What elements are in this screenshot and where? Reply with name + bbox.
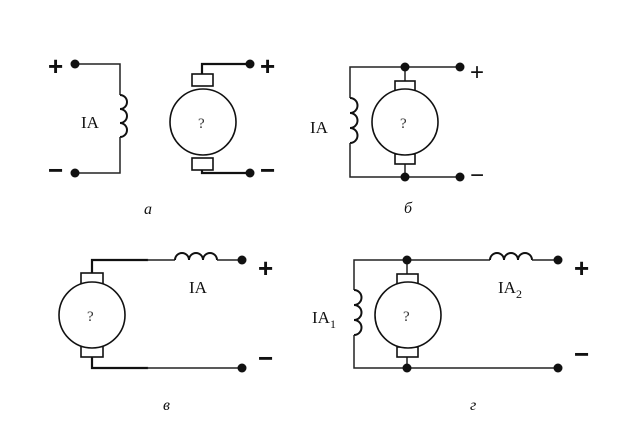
wire-a-arm-bottom [200,168,252,175]
sign-a-arm-plus: + [260,51,275,81]
terminal-a-arm-plus [245,59,255,69]
caption-v: в [163,397,170,414]
caption-a: а [144,201,152,218]
wire-a-field-top [75,63,121,95]
wire-a-arm-top [200,62,252,76]
sign-v-plus: + [258,253,273,283]
motor-a-label: ? [198,116,205,132]
coil-g-series-label-main: IA [498,278,517,297]
motor-g-label: ? [403,309,410,325]
sign-g-minus: − [574,339,589,369]
motor-v-armature [58,281,126,349]
junction-b-top [400,62,410,72]
wire-b-shunt-top [349,66,405,98]
coil-v-label: IA [189,278,208,297]
sign-a-arm-minus: − [260,155,275,185]
terminal-v-plus [237,255,247,265]
coil-g-series-label: IA2 [498,278,522,301]
brush-a-top [191,73,214,87]
wire-g-shunt-bottom [353,335,407,369]
wire-a-field-bottom [75,137,121,174]
motor-v-label: ? [87,309,94,325]
sign-a-field-minus: − [48,155,63,185]
coil-g-shunt [353,289,363,336]
diagram-a: + − IA ? + − а [48,51,275,218]
motor-b-armature [371,88,439,156]
sign-b-plus: + [470,59,484,86]
brush-a-bottom [191,157,214,171]
coil-b-label: IA [310,118,329,137]
coil-a-field [119,94,128,138]
sign-g-plus: + [574,253,589,283]
sign-b-minus: − [470,162,484,189]
coil-v-series [174,252,218,261]
coil-a-label: IA [81,113,100,132]
terminal-a-field-minus [70,168,80,178]
coil-g-shunt-label-main: IA [312,308,331,327]
terminal-b-plus [455,62,465,72]
caption-b: б [404,200,413,217]
coil-g-series [489,252,533,261]
sign-a-field-plus: + [48,51,63,81]
terminal-g-plus [553,255,563,265]
diagram-v: ? + − IA в [58,252,273,414]
wire-v-bottom-thick [90,355,149,370]
motor-b-label: ? [400,116,407,132]
sign-v-minus: − [258,343,273,373]
terminal-b-minus [455,172,465,182]
junction-g-bottom [402,363,412,373]
coil-g-shunt-label-sub: 1 [330,317,336,331]
wire-v-top-thick [90,258,149,274]
junction-b-bottom [400,172,410,182]
coil-g-shunt-label: IA1 [312,308,336,331]
terminal-v-minus [237,363,247,373]
terminal-g-minus [553,363,563,373]
coil-b-shunt [349,97,359,144]
motor-a-armature [169,88,237,156]
junction-g-top [402,255,412,265]
motor-g-armature [374,281,442,349]
terminal-a-arm-minus [245,168,255,178]
coil-g-series-label-sub: 2 [516,287,522,301]
wire-b-shunt-bottom [349,143,405,178]
diagram-g: ? + − IA1 IA2 г [312,252,589,414]
terminal-a-field-plus [70,59,80,69]
wire-g-shunt-top [353,259,407,290]
caption-g: г [470,397,476,414]
diagram-b: ? + − IA б [310,59,484,217]
